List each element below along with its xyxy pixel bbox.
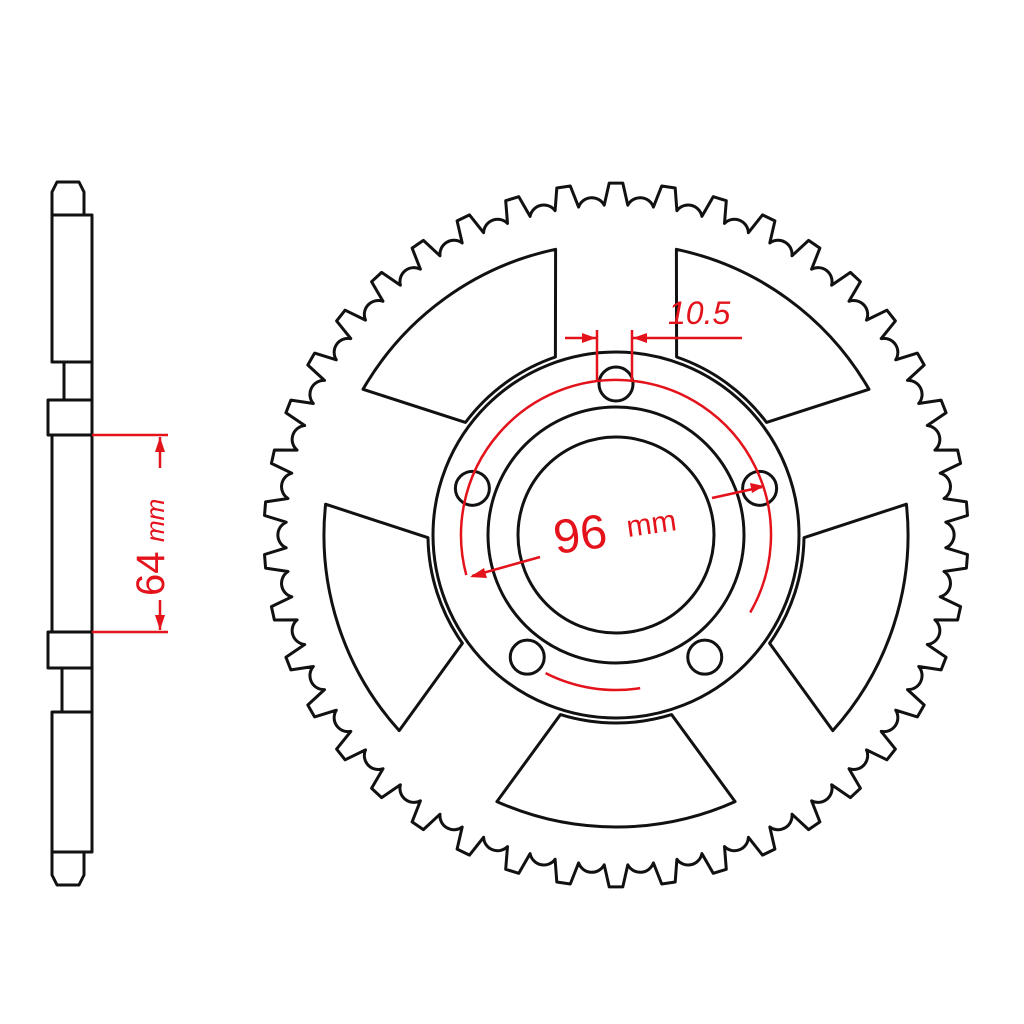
bore-dimension-unit: mm — [140, 499, 170, 542]
bolt-circle-dimension-unit: mm — [624, 504, 678, 544]
bolt-circle-arc — [459, 378, 773, 614]
bolt-hole-dimension: 10.5 — [565, 295, 742, 382]
hatched-section-mid-lower — [60, 666, 94, 714]
side-section-view: 64 mm — [46, 180, 173, 887]
bolt-circle-arc-lower — [545, 671, 641, 692]
hatched-section-upper — [50, 213, 94, 364]
sprocket-teeth-outline — [263, 181, 969, 889]
lightening-windows — [322, 247, 910, 829]
front-view: 10.5 96 mm — [263, 181, 969, 889]
bolt-holes — [453, 365, 779, 676]
hub-outer-circle — [486, 405, 746, 665]
hatched-hub-lower — [46, 630, 94, 670]
bolt-circle-dimension: 96 mm — [470, 483, 764, 578]
top-tooth-profile — [50, 180, 86, 215]
lightening-window — [768, 502, 910, 733]
bore-dimension: 64 mm — [92, 433, 173, 634]
bottom-tooth-profile — [50, 852, 86, 887]
hatched-section-lower — [50, 710, 94, 854]
center-bore-section — [50, 433, 94, 634]
bolt-circle-dimension-value: 96 — [550, 505, 610, 565]
bolt-hole-dimension-value: 10.5 — [668, 295, 730, 331]
lightening-window — [495, 713, 737, 829]
bolt-hole — [597, 365, 635, 403]
hub-ring — [431, 350, 801, 720]
bolt-hole — [686, 638, 724, 676]
bolt-hole — [508, 638, 546, 676]
lightening-window — [674, 247, 871, 424]
bore-dimension-value: 64 — [129, 552, 173, 597]
center-bore-circle — [516, 435, 716, 635]
bolt-hole — [741, 469, 779, 507]
bolt-hole-section-upper — [62, 360, 94, 402]
lightening-window — [322, 502, 464, 733]
hatched-hub-upper — [46, 398, 94, 437]
bolt-hole — [453, 469, 491, 507]
lightening-window — [361, 247, 558, 424]
